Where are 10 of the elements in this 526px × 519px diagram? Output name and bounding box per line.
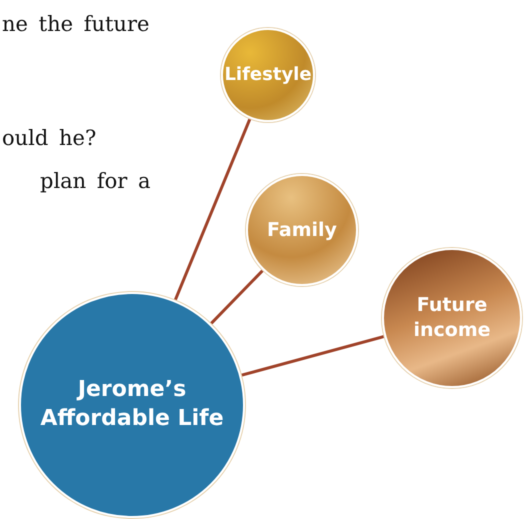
connector-line [174, 118, 252, 302]
text-fragment: ould he? [2, 126, 96, 150]
circle-label: Family [266, 218, 338, 242]
text-fragment: plan for a [40, 169, 151, 193]
circle-label: Jerome’s Affordable Life [39, 376, 225, 433]
text-fragment: ne the future [2, 12, 150, 36]
connector-line [240, 334, 385, 377]
circle-label: Future income [412, 293, 492, 343]
circle-label: Lifestyle [223, 63, 313, 87]
connector-line [210, 269, 264, 325]
